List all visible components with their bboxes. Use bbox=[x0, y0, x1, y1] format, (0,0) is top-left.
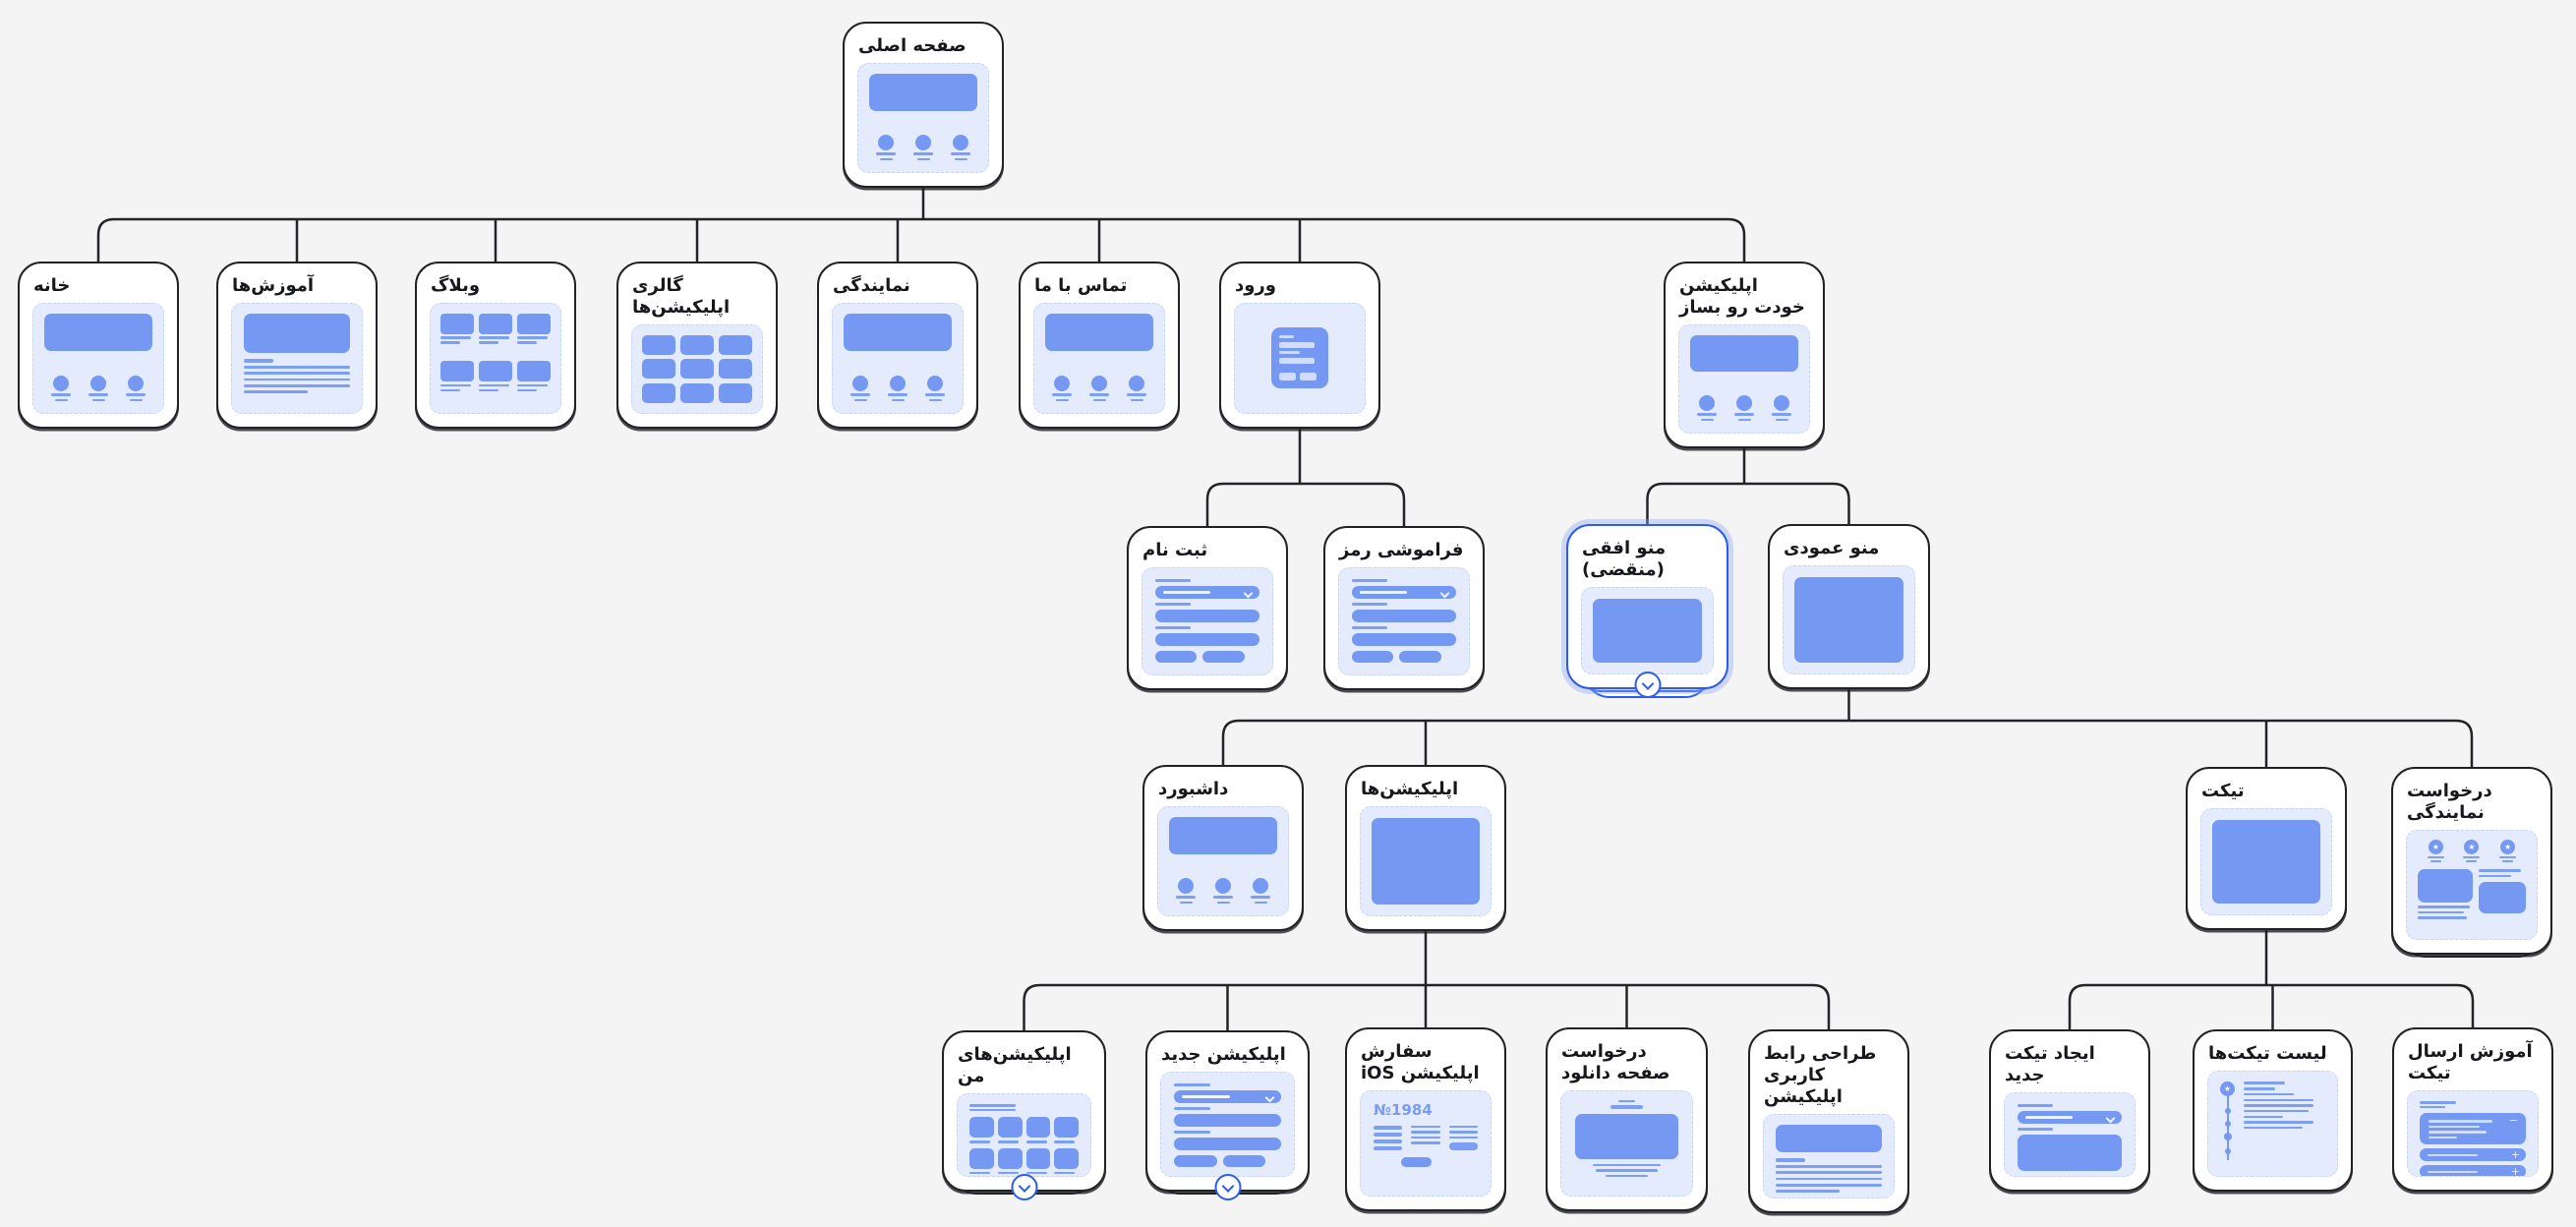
node-title: ورود bbox=[1235, 275, 1276, 296]
node-title: ثبت نام bbox=[1142, 540, 1208, 560]
hero-thumbnail bbox=[32, 302, 164, 414]
form-thumbnail bbox=[1142, 566, 1273, 675]
node-title: فراموشی رمز bbox=[1339, 540, 1464, 560]
badges-content-thumbnail: ★ ★ ★ bbox=[2406, 829, 2538, 940]
hero-thumbnail bbox=[1678, 323, 1810, 434]
node-title: آموزش‌ها bbox=[232, 275, 315, 296]
card-grid-thumbnail bbox=[430, 302, 561, 414]
node-title: ایجاد تیکت جدید bbox=[2005, 1043, 2095, 1085]
sitemap-node-tutorials[interactable]: آموزش‌ها bbox=[216, 262, 378, 429]
chevron-down-icon bbox=[1641, 676, 1654, 690]
hero-thumbnail bbox=[1157, 805, 1289, 916]
hero-thumbnail bbox=[857, 62, 989, 173]
sitemap-node-app-gallery[interactable]: گالری اپلیکیشن‌ها bbox=[616, 262, 778, 429]
chevron-down-icon bbox=[1221, 1179, 1234, 1193]
star-icon: ★ bbox=[2428, 839, 2443, 854]
image-thumbnail bbox=[2200, 807, 2332, 915]
login-form-thumbnail bbox=[1234, 302, 1366, 414]
accordion-faq-thumbnail: − + + bbox=[2407, 1089, 2539, 1177]
node-title: اپلیکیشن‌ها bbox=[1361, 779, 1459, 799]
node-title: گالری اپلیکیشن‌ها bbox=[632, 275, 731, 318]
sitemap-node-ticket-tutorial[interactable]: آموزش ارسال تیکت − + + bbox=[2392, 1027, 2553, 1192]
star-icon: ★ bbox=[2220, 1081, 2235, 1096]
form-icon bbox=[1271, 327, 1328, 389]
chevron-down-icon bbox=[2105, 1113, 2116, 1124]
sitemap-node-blog[interactable]: وبلاگ bbox=[415, 262, 576, 429]
hero-thumbnail bbox=[1033, 302, 1165, 414]
node-title: طراحی رابط کاربری اپلیکیشن bbox=[1764, 1043, 1877, 1107]
node-title: درخواست نمایندگی bbox=[2407, 781, 2492, 823]
download-page-thumbnail bbox=[1560, 1089, 1693, 1197]
image-thumbnail bbox=[1360, 805, 1492, 916]
sitemap-node-dashboard[interactable]: داشبورد bbox=[1142, 765, 1304, 931]
sitemap-node-contact-us[interactable]: تماس با ما bbox=[1019, 262, 1180, 429]
node-title: تماس با ما bbox=[1034, 275, 1128, 296]
sitemap-node-agency[interactable]: نمایندگی bbox=[817, 262, 978, 429]
sitemap-node-app-ui-design[interactable]: طراحی رابط کاربری اپلیکیشن bbox=[1748, 1029, 1909, 1213]
chevron-down-icon bbox=[1018, 1179, 1030, 1193]
invoice-number: №1984 bbox=[1374, 1100, 1433, 1119]
chevron-down-icon bbox=[1439, 588, 1450, 599]
node-title: نمایندگی bbox=[833, 275, 910, 296]
node-title: منو افقی (منقضی) bbox=[1582, 538, 1667, 580]
sitemap-node-apps[interactable]: اپلیکیشن‌ها bbox=[1345, 765, 1506, 931]
sitemap-node-forgot-password[interactable]: فراموشی رمز bbox=[1323, 526, 1485, 690]
app-grid-thumbnail bbox=[957, 1092, 1091, 1177]
node-title: تیکت bbox=[2201, 781, 2245, 801]
node-title: سفارش اپلیکیشن iOS bbox=[1361, 1041, 1480, 1083]
image-grid-thumbnail bbox=[631, 323, 763, 414]
article-thumbnail bbox=[231, 302, 363, 414]
sitemap-node-build-your-app[interactable]: اپلیکیشن خودت رو بساز bbox=[1664, 262, 1825, 448]
sitemap-node-my-apps[interactable]: اپلیکیشن‌های من bbox=[942, 1030, 1106, 1200]
collapse-toggle-button[interactable] bbox=[1634, 672, 1661, 698]
plus-icon: + bbox=[2510, 1148, 2520, 1162]
hero-thumbnail bbox=[832, 302, 964, 414]
sitemap-node-vertical-menu[interactable]: منو عمودی bbox=[1768, 524, 1930, 689]
node-title: اپلیکیشن‌های من bbox=[958, 1044, 1072, 1086]
node-title: آموزش ارسال تیکت bbox=[2408, 1041, 2533, 1083]
ticket-form-thumbnail bbox=[2004, 1091, 2136, 1177]
sitemap-node-create-new-ticket[interactable]: ایجاد تیکت جدید bbox=[1989, 1029, 2150, 1192]
chevron-down-icon bbox=[1264, 1092, 1275, 1103]
node-title: منو عمودی bbox=[1784, 538, 1880, 558]
node-title: داشبورد bbox=[1158, 779, 1229, 799]
minus-icon: − bbox=[2508, 1114, 2518, 1128]
collapse-toggle-button[interactable] bbox=[1214, 1174, 1241, 1200]
image-thumbnail bbox=[1581, 586, 1714, 674]
sitemap-node-register[interactable]: ثبت نام bbox=[1127, 526, 1288, 690]
sitemap-node-ticket[interactable]: تیکت bbox=[2186, 767, 2347, 930]
node-title: اپلیکیشن خودت رو بساز bbox=[1679, 275, 1805, 318]
invoice-thumbnail: №1984 bbox=[1360, 1089, 1492, 1197]
node-title: درخواست صفحه دانلود bbox=[1561, 1041, 1670, 1083]
star-icon: ★ bbox=[2464, 839, 2480, 854]
article-thumbnail bbox=[1763, 1113, 1895, 1198]
chevron-down-icon bbox=[1243, 588, 1254, 599]
sitemap-node-horizontal-menu-expired[interactable]: منو افقی (منقضی) bbox=[1566, 524, 1728, 698]
image-thumbnail bbox=[1783, 564, 1915, 674]
node-title: لیست تیکت‌ها bbox=[2208, 1043, 2327, 1064]
sitemap-node-ios-app-order[interactable]: سفارش اپلیکیشن iOS №1984 bbox=[1345, 1027, 1506, 1211]
sitemap-node-download-page-request[interactable]: درخواست صفحه دانلود bbox=[1546, 1027, 1708, 1211]
form-thumbnail bbox=[1338, 566, 1470, 675]
node-title: وبلاگ bbox=[431, 275, 481, 296]
plus-icon: + bbox=[2510, 1165, 2520, 1177]
timeline-list-thumbnail: ★ bbox=[2207, 1070, 2338, 1177]
node-title: صفحه اصلی bbox=[858, 35, 966, 56]
node-title: اپلیکیشن جدید bbox=[1161, 1044, 1286, 1065]
form-thumbnail bbox=[1160, 1071, 1295, 1177]
sitemap-node-agency-request[interactable]: درخواست نمایندگی ★ ★ ★ bbox=[2391, 767, 2552, 958]
sitemap-node-ticket-list[interactable]: لیست تیکت‌ها ★ bbox=[2193, 1029, 2353, 1192]
star-icon: ★ bbox=[2500, 839, 2516, 854]
collapse-toggle-button[interactable] bbox=[1011, 1174, 1037, 1200]
node-title: خانه bbox=[33, 275, 71, 296]
sitemap-node-home[interactable]: خانه bbox=[18, 262, 179, 429]
sitemap-node-new-app[interactable]: اپلیکیشن جدید bbox=[1145, 1030, 1310, 1200]
sitemap-node-main-page[interactable]: صفحه اصلی bbox=[843, 22, 1004, 188]
sitemap-node-login[interactable]: ورود bbox=[1219, 262, 1380, 429]
